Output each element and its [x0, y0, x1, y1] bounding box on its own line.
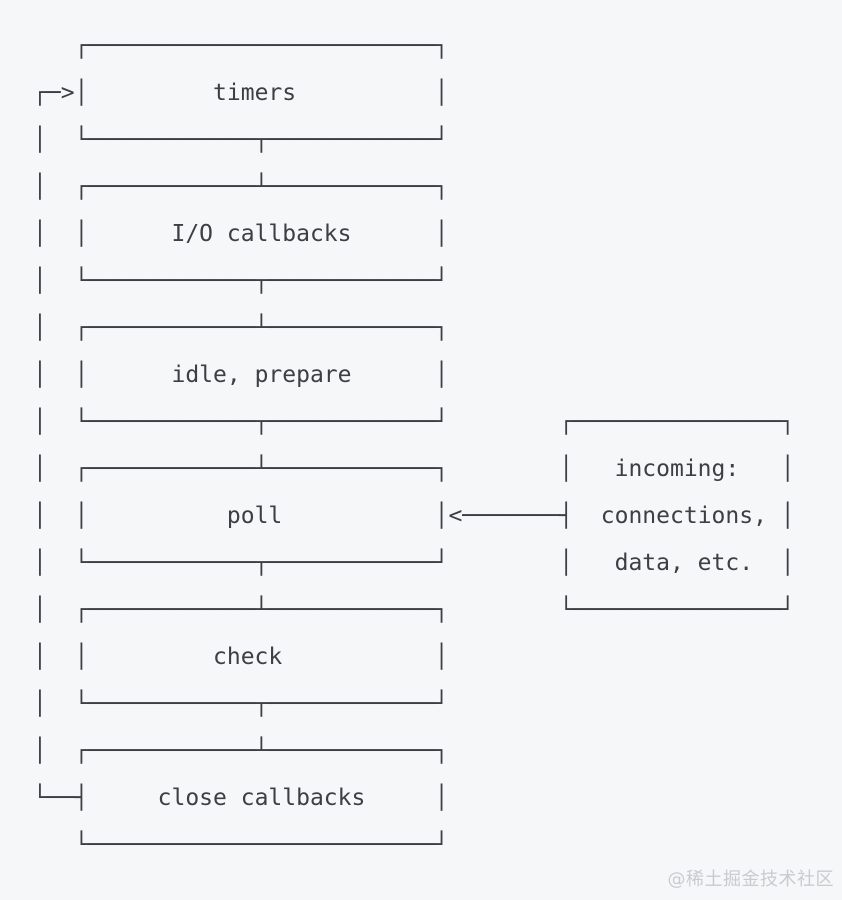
- diagram-line-5: │ │ I/O callbacks │: [33, 221, 449, 247]
- loop-return-arrow-icon: └──┤: [33, 785, 89, 811]
- diagram-line-15: │ └────────────┬────────────┘: [33, 691, 449, 717]
- watermark: @稀土掘金技术社区: [667, 869, 834, 890]
- diagram-line-9: │ └────────────┬────────────┘ ┌─────────…: [33, 409, 795, 435]
- diagram-line-12: │ └────────────┬────────────┘ │ data, et…: [33, 550, 795, 576]
- diagram-line-10: │ ┌────────────┴────────────┐ │ incoming…: [33, 456, 795, 482]
- diagram-line-11: │ │ poll │<───────┤ connections, │: [33, 503, 795, 529]
- diagram-line-2: ┌─>│ timers │: [33, 80, 449, 106]
- incoming-data-label: data, etc.: [614, 550, 754, 576]
- diagram-line-16: │ ┌────────────┴────────────┐: [33, 738, 449, 764]
- phase-check: check: [213, 644, 283, 670]
- phase-idle-prepare: idle, prepare: [171, 362, 352, 388]
- diagram-line-13: │ ┌────────────┴────────────┐ └─────────…: [33, 597, 795, 623]
- event-loop-ascii-diagram: ┌─────────────────────────┐ ┌─>│ timers │…: [33, 0, 795, 869]
- diagram-line-18: └─────────────────────────┘: [33, 832, 449, 858]
- diagram-line-8: │ │ idle, prepare │: [33, 362, 449, 388]
- phase-close-callbacks: close callbacks: [157, 785, 366, 811]
- phase-timers: timers: [213, 80, 297, 106]
- diagram-line-14: │ │ check │: [33, 644, 449, 670]
- phase-poll: poll: [226, 503, 283, 529]
- diagram-line-4: │ ┌────────────┴────────────┐: [33, 174, 449, 200]
- diagram-line-3: │ └────────────┬────────────┘: [33, 127, 449, 153]
- diagram-line-6: │ └────────────┬────────────┘: [33, 268, 449, 294]
- diagram-line-17: └──┤ close callbacks │: [33, 785, 449, 811]
- incoming-label: incoming:: [614, 456, 740, 482]
- incoming-arrow-icon: <───────┤: [448, 503, 574, 529]
- diagram-line-7: │ ┌────────────┴────────────┐: [33, 315, 449, 341]
- incoming-connections-label: connections,: [600, 503, 767, 529]
- diagram-line-1: ┌─────────────────────────┐: [33, 33, 449, 59]
- loop-entry-arrow-icon: ┌─>: [33, 80, 75, 106]
- phase-io-callbacks: I/O callbacks: [171, 221, 352, 247]
